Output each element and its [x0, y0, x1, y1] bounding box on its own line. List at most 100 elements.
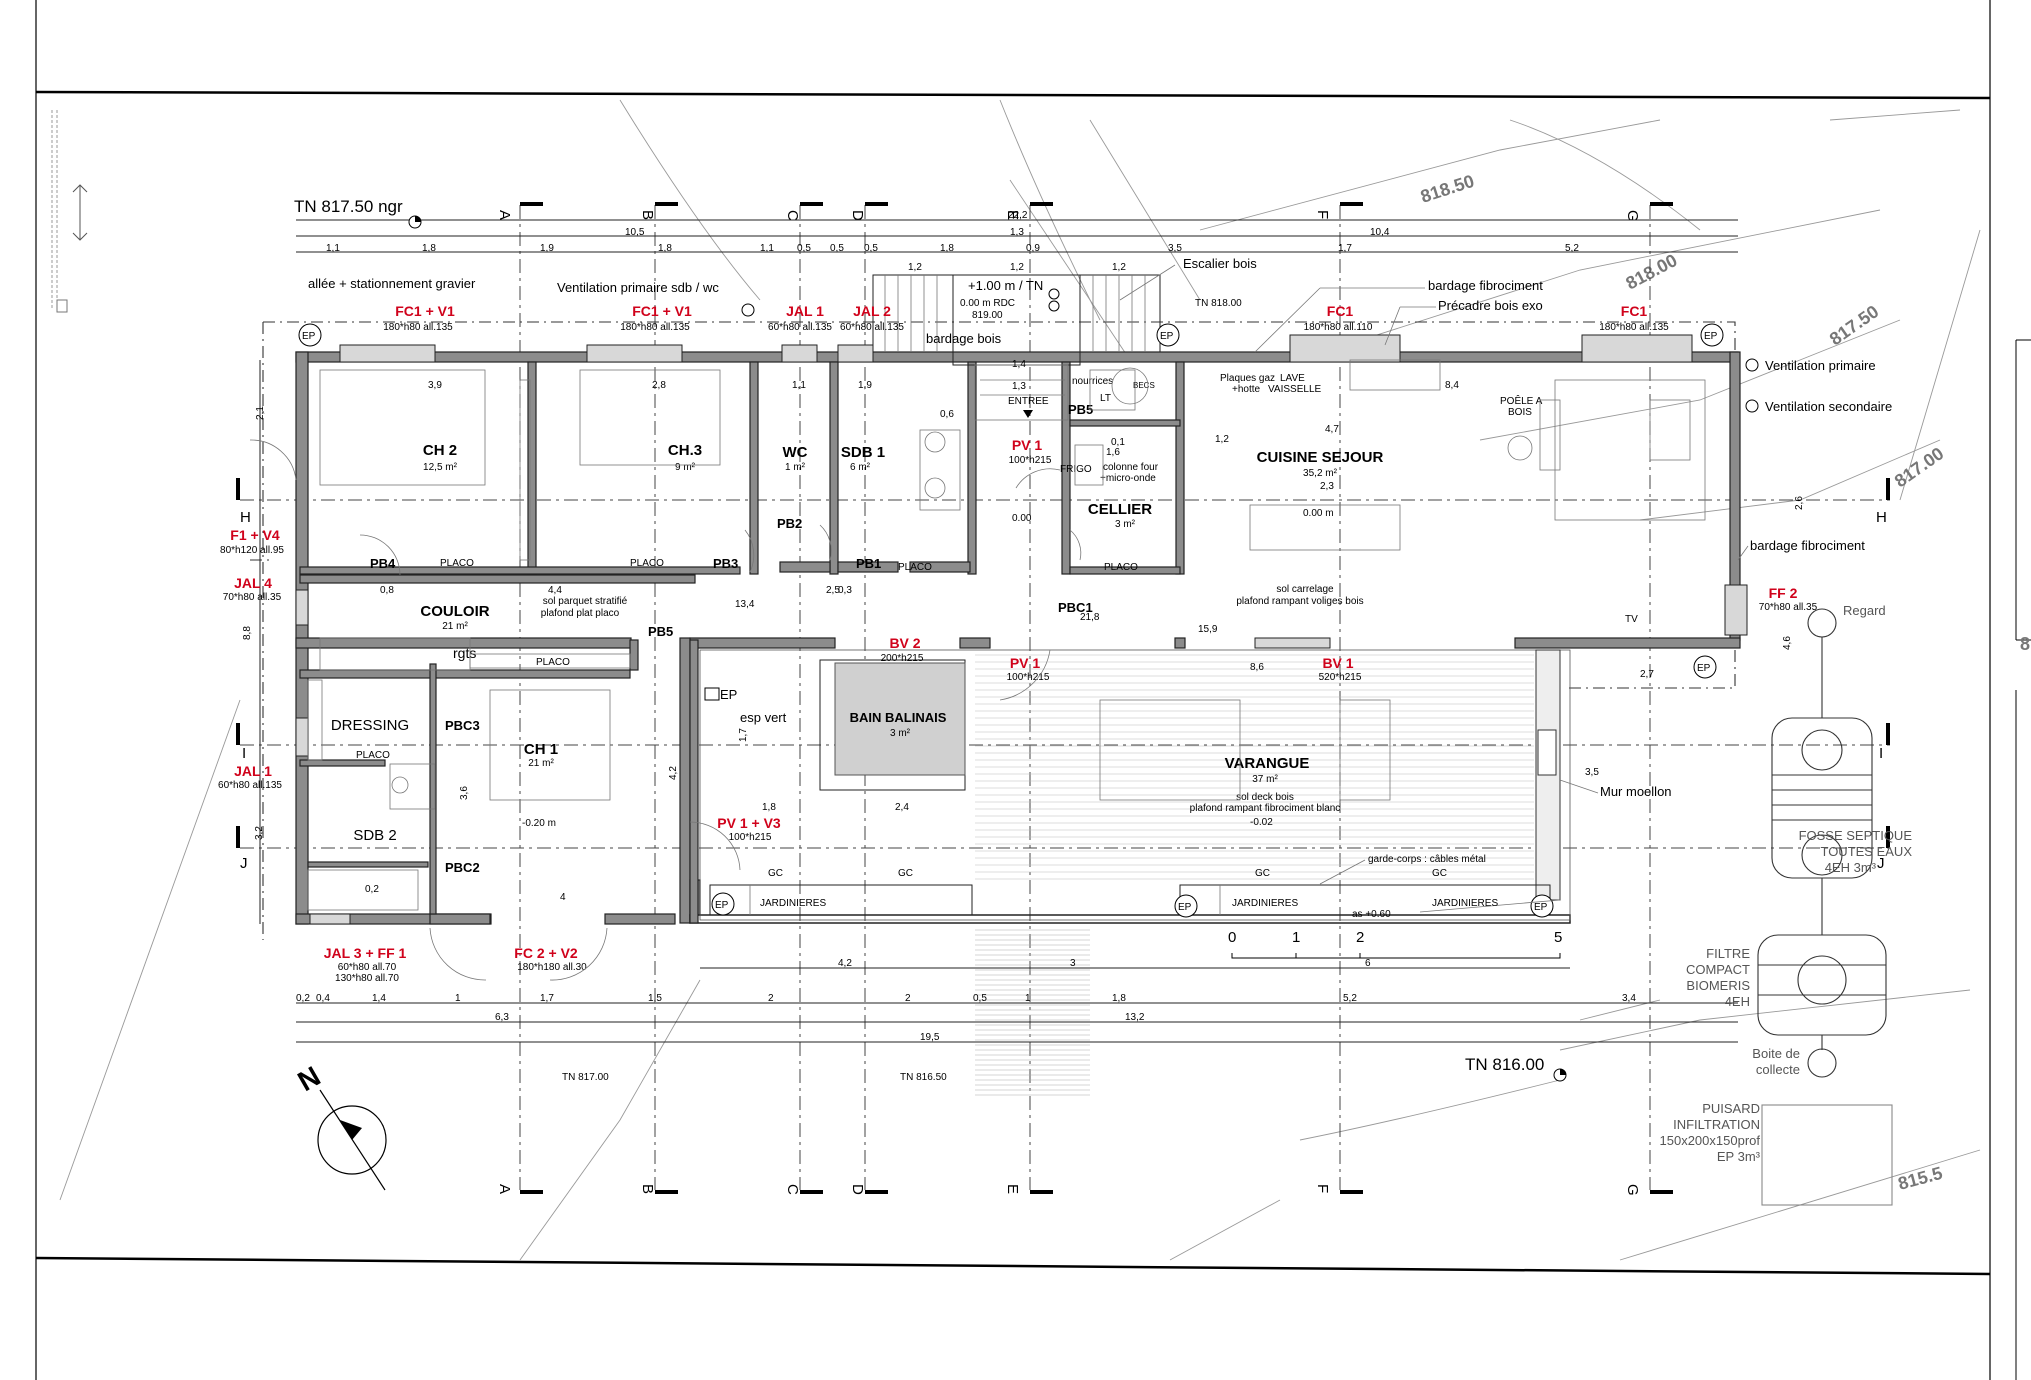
svg-text:BIOMERIS: BIOMERIS	[1686, 978, 1750, 993]
note-bardage-bois: bardage bois	[926, 331, 1002, 346]
svg-text:rgts: rgts	[453, 645, 476, 661]
svg-text:8,8: 8,8	[242, 626, 253, 640]
sheet-frame	[35, 0, 2031, 1380]
dim-total-top: 22,2	[1008, 210, 1028, 221]
dim-stair-2: 1,2	[1112, 262, 1126, 273]
svg-text:4EH 3m³: 4EH 3m³	[1825, 860, 1877, 875]
axis-label-c-top: C	[784, 210, 801, 221]
opening-pv1-entree: PV 1	[1012, 437, 1043, 453]
svg-text:colonne four: colonne four	[1103, 462, 1159, 473]
svg-text:PB5: PB5	[1068, 402, 1093, 417]
septic-system	[1757, 608, 1893, 1206]
svg-text:100*h215: 100*h215	[1009, 455, 1052, 466]
dim-bottom-132: 13,2	[1125, 1012, 1145, 1023]
svg-text:PLACO: PLACO	[1104, 562, 1138, 573]
svg-text:180*h80 all.135: 180*h80 all.135	[620, 322, 690, 333]
opening-fc2-v2: FC 2 + V2	[514, 945, 578, 961]
dim-top-b: 1,3	[1010, 227, 1024, 238]
dim-bottom-4: 1,7	[540, 993, 554, 1004]
note-precadre: Précadre bois exo	[1438, 298, 1543, 313]
room-ch2: CH 2	[423, 442, 457, 459]
svg-text:100*h215: 100*h215	[1007, 672, 1050, 683]
dim-bottom-0: 0,2	[296, 993, 310, 1004]
svg-text:3 m²: 3 m²	[1115, 519, 1136, 530]
svg-text:PB5: PB5	[648, 624, 673, 639]
bain-balinais	[819, 659, 966, 791]
note-ventilation-sdb: Ventilation primaire sdb / wc	[557, 280, 719, 295]
dim-top-11: 1,7	[1338, 243, 1352, 254]
dim-bottom-9: 1	[1025, 993, 1031, 1004]
svg-text:130*h80 all.70: 130*h80 all.70	[335, 973, 399, 984]
opening-bv1: BV 1	[1322, 655, 1353, 671]
north-arrow: N	[293, 1060, 387, 1191]
svg-text:EP: EP	[720, 687, 737, 702]
rdc-level-label: 0.00 m RDC	[960, 298, 1015, 309]
room-wc: WC	[783, 444, 808, 461]
furniture	[307, 359, 1706, 911]
svg-text:PB1: PB1	[856, 556, 881, 571]
dim-mid-3: 3	[1070, 958, 1076, 969]
svg-text:sol deck bois: sol deck bois	[1236, 792, 1294, 803]
svg-text:100*h215: 100*h215	[729, 832, 772, 843]
svg-text:4: 4	[560, 892, 566, 903]
svg-text:COMPACT: COMPACT	[1686, 962, 1750, 977]
svg-text:180*h80 all.135: 180*h80 all.135	[1599, 322, 1669, 333]
svg-text:PUISARD: PUISARD	[1702, 1101, 1760, 1116]
svg-text:PLACO: PLACO	[536, 657, 570, 668]
svg-text:EP: EP	[1697, 663, 1711, 674]
svg-text:80*h120 all.95: 80*h120 all.95	[220, 545, 284, 556]
walls	[295, 351, 1741, 925]
ep-markers	[298, 303, 1759, 918]
svg-text:4,4: 4,4	[548, 585, 562, 596]
svg-text:1,4: 1,4	[1012, 359, 1026, 370]
axis-label-j-left: J	[240, 855, 248, 872]
dim-top-5: 0,5	[797, 243, 811, 254]
axis-label-b-bottom: B	[639, 1184, 656, 1194]
axis-label-d-top: D	[849, 210, 866, 221]
scale-0: 0	[1228, 929, 1236, 946]
dim-bottom-2: 1,4	[372, 993, 386, 1004]
svg-text:LT: LT	[1100, 393, 1111, 404]
svg-text:PBC2: PBC2	[445, 860, 480, 875]
scale-5: 5	[1554, 929, 1562, 946]
axis-label-f-top: F	[1314, 210, 1331, 219]
svg-text:520*h215: 520*h215	[1319, 672, 1362, 683]
dim-bottom-10: 1,8	[1112, 993, 1126, 1004]
note-garde-corps: garde-corps : câbles métal	[1368, 854, 1486, 865]
dim-bottom-3: 1	[455, 993, 461, 1004]
room-sdb2: SDB 2	[353, 827, 396, 844]
svg-text:180*h180 all.30: 180*h180 all.30	[517, 962, 587, 973]
note-vent-primaire: Ventilation primaire	[1765, 358, 1876, 373]
svg-text:VAISSELLE: VAISSELLE	[1268, 384, 1322, 395]
opening-pv1-varangue: PV 1	[1010, 655, 1041, 671]
axis-label-i-left: I	[242, 745, 246, 762]
lower-walls	[689, 639, 1571, 924]
dim-top-3: 1,8	[658, 243, 672, 254]
deck-hatching	[975, 654, 1534, 880]
svg-text:6 m²: 6 m²	[850, 462, 871, 473]
svg-text:BECS: BECS	[1133, 381, 1155, 390]
room-ch3: CH.3	[668, 442, 702, 459]
leader-lines	[1119, 264, 1749, 913]
svg-text:4EH: 4EH	[1725, 994, 1750, 1009]
scale-2: 2	[1356, 929, 1364, 946]
svg-text:esp vert: esp vert	[740, 710, 787, 725]
dim-top-2: 1,9	[540, 243, 554, 254]
svg-text:150x200x150prof: 150x200x150prof	[1660, 1133, 1761, 1148]
room-sdb1: SDB 1	[841, 444, 885, 461]
svg-text:+micro-onde: +micro-onde	[1100, 473, 1156, 484]
svg-text:ENTREE: ENTREE	[1008, 396, 1049, 407]
svg-text:4,2: 4,2	[668, 766, 679, 780]
svg-text:1,7: 1,7	[738, 728, 749, 742]
tn-top-label: TN 817.50 ngr	[294, 197, 403, 216]
svg-text:GC: GC	[1255, 868, 1270, 879]
opening-f1-v4: F1 + V4	[230, 527, 280, 543]
svg-text:TV: TV	[1625, 614, 1638, 625]
svg-text:FRIGO: FRIGO	[1060, 464, 1092, 475]
small-labels: PB4 PB3 PB2 PB1 PB5 PB5 PBC1 PBC2 PBC3 P…	[356, 373, 1638, 909]
svg-text:60*h80 all.135: 60*h80 all.135	[840, 322, 904, 333]
svg-text:0.00 m: 0.00 m	[1303, 508, 1334, 519]
axis-label-e-bottom: E	[1004, 1184, 1021, 1194]
scale-bar: 0 1 2 5	[1228, 929, 1562, 959]
svg-text:PLACO: PLACO	[356, 750, 390, 761]
